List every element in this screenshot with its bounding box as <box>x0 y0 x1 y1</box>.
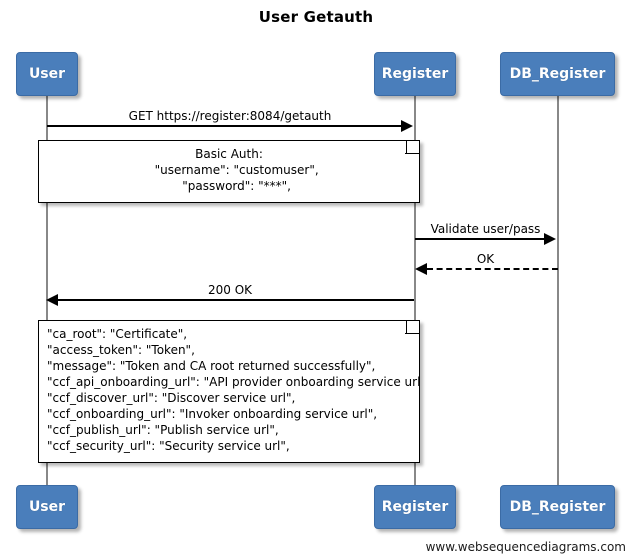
note-line: Basic Auth: <box>195 147 263 161</box>
page-title: User Getauth <box>258 8 374 26</box>
participant-user-bottom[interactable]: User <box>16 485 78 529</box>
message-label-ok: OK <box>476 252 495 266</box>
note-body: "ca_root": "Certificate", "access_token"… <box>39 321 419 458</box>
participant-label: Register <box>381 66 449 82</box>
message-label-get-getauth: GET https://register:8084/getauth <box>128 109 332 123</box>
arrow-head-icon-200-ok <box>46 294 58 306</box>
note-line: "password": "***", <box>167 179 291 193</box>
lifeline-db-register <box>557 96 559 486</box>
note-fold-corner-icon <box>405 141 419 154</box>
note-line: "message": "Token and CA root returned s… <box>47 359 376 373</box>
note-fold-corner-icon <box>405 321 419 334</box>
participant-register-top[interactable]: Register <box>374 52 456 96</box>
participant-label: DB_Register <box>509 499 606 515</box>
note-line: "ccf_onboarding_url": "Invoker onboardin… <box>47 407 378 421</box>
message-line-ok <box>427 268 558 270</box>
message-label-200-ok: 200 OK <box>207 283 253 297</box>
note-getauth-response: "ca_root": "Certificate", "access_token"… <box>38 320 420 463</box>
note-line: "ca_root": "Certificate", <box>47 327 188 341</box>
note-line: "ccf_security_url": "Security service ur… <box>47 439 290 453</box>
message-line-200-ok <box>58 299 414 301</box>
participant-db-register-top[interactable]: DB_Register <box>500 52 615 96</box>
participant-label: User <box>28 66 66 82</box>
lifeline-user <box>46 96 48 486</box>
watermark-footer: www.websequencediagrams.com <box>425 540 626 554</box>
lifeline-register <box>414 96 416 486</box>
note-line: "ccf_discover_url": "Discover service ur… <box>47 391 296 405</box>
participant-label: DB_Register <box>509 66 606 82</box>
note-line: "ccf_publish_url": "Publish service url"… <box>47 423 279 437</box>
participant-db-register-bottom[interactable]: DB_Register <box>500 485 615 529</box>
arrow-head-icon-validate-user-pass <box>544 233 556 245</box>
arrow-head-icon-get-getauth <box>401 120 413 132</box>
message-label-validate-user-pass: Validate user/pass <box>430 222 541 236</box>
arrow-head-icon-ok <box>415 263 427 275</box>
note-line: "username": "customuser", <box>139 163 319 177</box>
participant-label: User <box>28 499 66 515</box>
participant-label: Register <box>381 499 449 515</box>
note-line: "ccf_api_onboarding_url": "API provider … <box>47 375 420 389</box>
participant-user-top[interactable]: User <box>16 52 78 96</box>
note-line: "access_token": "Token", <box>47 343 195 357</box>
note-body: Basic Auth: "username": "customuser", "p… <box>39 141 419 198</box>
message-line-get-getauth <box>47 125 402 127</box>
participant-register-bottom[interactable]: Register <box>374 485 456 529</box>
message-line-validate-user-pass <box>415 238 545 240</box>
note-basic-auth: Basic Auth: "username": "customuser", "p… <box>38 140 420 203</box>
